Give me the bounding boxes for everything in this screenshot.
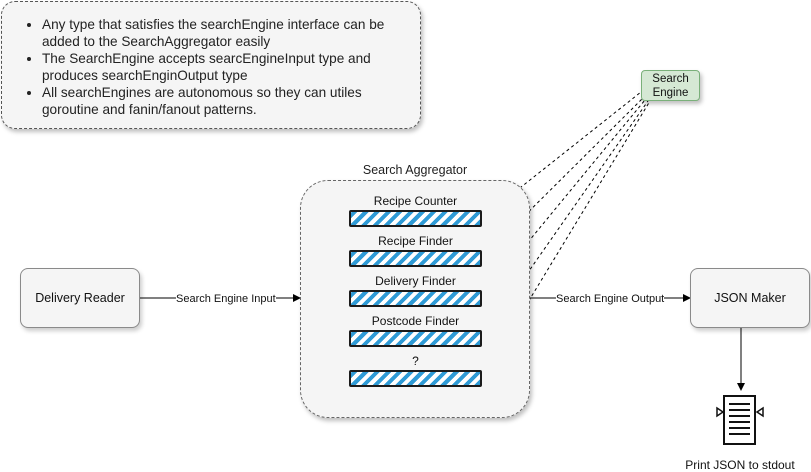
engine-label: Recipe Finder [378, 234, 453, 248]
document-icon [716, 395, 764, 445]
output-edge-label: Search Engine Output [556, 293, 665, 305]
search-engine-legend: Search Engine [641, 70, 700, 101]
delivery-reader-node: Delivery Reader [20, 268, 140, 328]
engine-link-line [481, 91, 642, 219]
input-edge-label: Search Engine Input [176, 293, 276, 305]
engine-recipe-counter [349, 210, 482, 227]
json-maker-label: JSON Maker [714, 291, 786, 305]
aggregator-title: Search Aggregator [362, 163, 468, 177]
engine-unknown [349, 370, 482, 387]
note-item: Any type that satisfies the searchEngine… [42, 16, 412, 50]
engine-postcode-finder [349, 330, 482, 347]
note-item: The SearchEngine accepts searcEngineInpu… [42, 50, 412, 84]
engine-label: Postcode Finder [371, 314, 460, 328]
notes-box: Any type that satisfies the searchEngine… [1, 1, 421, 129]
engine-label: ? [412, 354, 419, 368]
legend-line: Engine [652, 87, 689, 99]
legend-line: Search [652, 73, 689, 85]
engine-delivery-finder [349, 290, 482, 307]
engine-label: Delivery Finder [375, 274, 456, 288]
json-maker-node: JSON Maker [690, 268, 810, 328]
engine-label: Recipe Counter [373, 194, 458, 208]
notes-list: Any type that satisfies the searchEngine… [2, 2, 420, 118]
engine-recipe-finder [349, 250, 482, 267]
note-item: All searchEngines are autonomous so they… [42, 84, 412, 118]
stdout-caption: Print JSON to stdout [685, 458, 795, 472]
delivery-reader-label: Delivery Reader [35, 291, 125, 305]
